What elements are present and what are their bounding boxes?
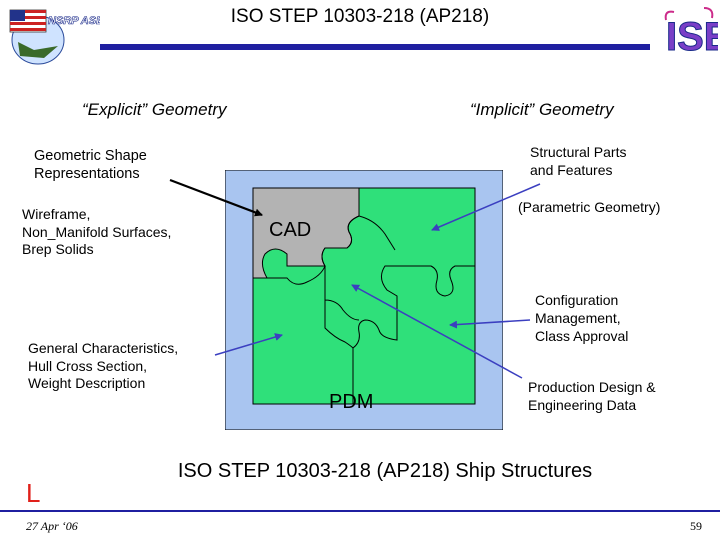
puzzle-diagram: CAD PDM bbox=[224, 169, 504, 431]
wireframe-label: Wireframe, Non_Manifold Surfaces, Brep S… bbox=[22, 206, 172, 257]
puzzle-seam bbox=[253, 265, 326, 285]
puzzle-seam bbox=[358, 215, 396, 251]
page-number: 59 bbox=[690, 519, 702, 533]
ise-logo: ISE bbox=[660, 4, 720, 60]
svg-text:ISE: ISE bbox=[666, 15, 718, 56]
pdm-label: PDM bbox=[329, 391, 373, 413]
configuration-management-label: Configuration Management, Class Approval bbox=[535, 292, 629, 345]
parametric-geometry-label: (Parametric Geometry) bbox=[518, 199, 661, 215]
svg-text:NSRP ASE: NSRP ASE bbox=[48, 15, 100, 27]
explicit-geometry-header: “Explicit” Geometry bbox=[82, 100, 227, 119]
puzzle-seam bbox=[286, 188, 360, 267]
footer-date: 27 Apr ‘06 bbox=[26, 519, 78, 533]
footer-rule bbox=[0, 510, 720, 512]
page-title: ISO STEP 10303-218 (AP218) bbox=[230, 6, 490, 27]
production-design-label: Production Design & Engineering Data bbox=[528, 379, 656, 414]
diagram-caption: ISO STEP 10303-218 (AP218) Ship Structur… bbox=[177, 460, 593, 482]
title-underline bbox=[100, 44, 650, 50]
cad-label: CAD bbox=[269, 219, 311, 241]
geometric-shape-label: Geometric Shape Representations bbox=[34, 148, 147, 183]
nsrp-ase-logo: NSRP ASE bbox=[4, 2, 104, 70]
implicit-geometry-header: “Implicit” Geometry bbox=[470, 100, 614, 119]
footer-letter: L bbox=[26, 478, 41, 508]
structural-parts-label: Structural Parts and Features bbox=[530, 144, 627, 179]
general-characteristics-label: General Characteristics, Hull Cross Sect… bbox=[28, 340, 179, 391]
